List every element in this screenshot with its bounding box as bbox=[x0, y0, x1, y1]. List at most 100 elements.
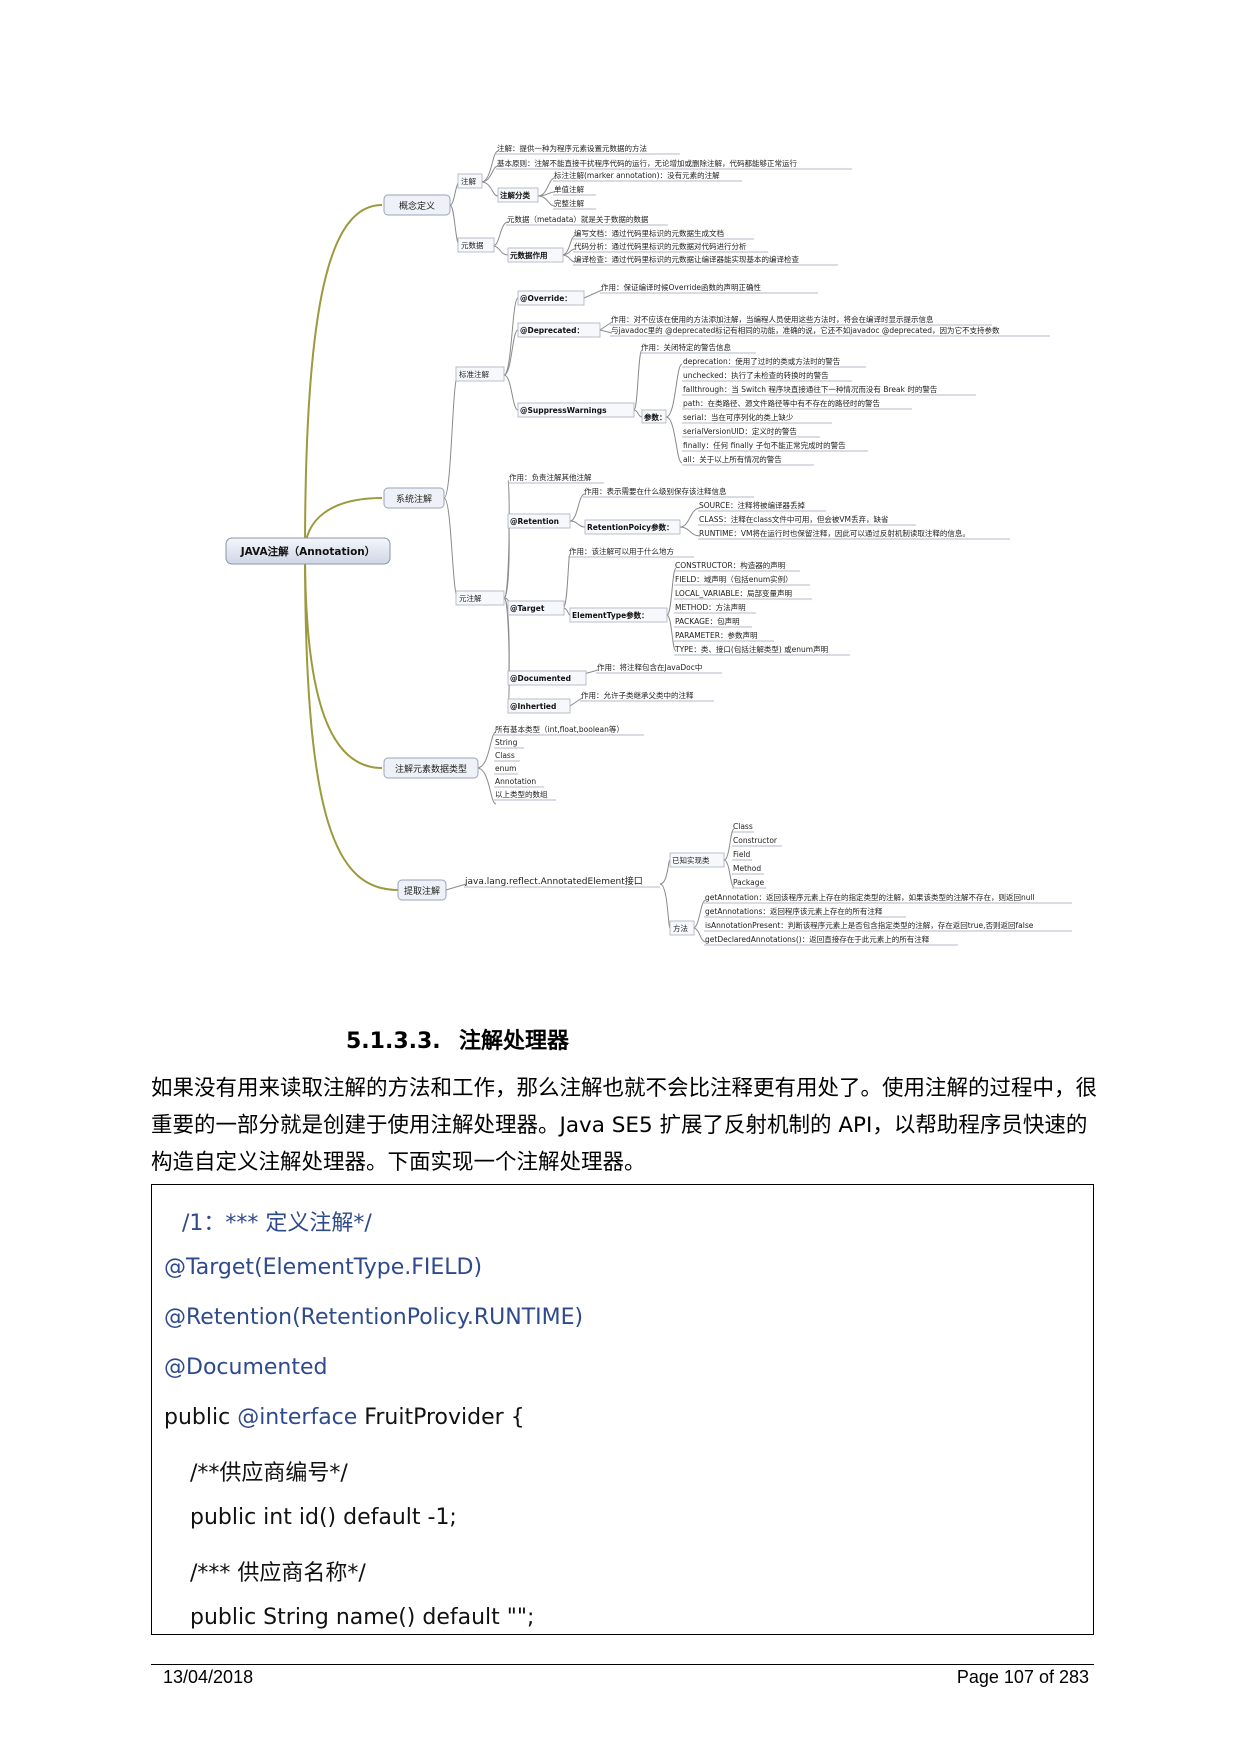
svg-text:作用：关闭特定的警告信息: 作用：关闭特定的警告信息 bbox=[641, 342, 731, 352]
svg-text:作用：保证编译时候Override函数的声明正确性: 作用：保证编译时候Override函数的声明正确性 bbox=[601, 282, 761, 292]
svg-text:单值注解: 单值注解 bbox=[554, 184, 584, 194]
svg-text:String: String bbox=[495, 738, 518, 747]
svg-text:注解分类: 注解分类 bbox=[500, 190, 530, 200]
svg-text:path：在类路径、源文件路径等中有不存在的路径时的警告: path：在类路径、源文件路径等中有不存在的路径时的警告 bbox=[683, 398, 881, 408]
code-name-method: public String name() default ""; bbox=[190, 1605, 535, 1630]
svg-text:以上类型的数组: 以上类型的数组 bbox=[495, 789, 548, 799]
svg-text:提取注解: 提取注解 bbox=[404, 885, 440, 897]
svg-text:@Documented: @Documented bbox=[510, 674, 571, 683]
svg-text:CLASS：注释在class文件中可用，但会被VM丢弃，缺省: CLASS：注释在class文件中可用，但会被VM丢弃，缺省 bbox=[699, 514, 889, 524]
svg-text:@Inhertied: @Inhertied bbox=[510, 702, 556, 711]
code-block: /1：*** 定义注解*/ @Target(ElementType.FIELD)… bbox=[151, 1184, 1094, 1635]
svg-text:注解元素数据类型: 注解元素数据类型 bbox=[395, 763, 467, 775]
svg-text:元注解: 元注解 bbox=[459, 593, 482, 603]
svg-text:unchecked：执行了未检查的转换时的警告: unchecked：执行了未检查的转换时的警告 bbox=[683, 370, 829, 380]
svg-text:RetentionPoicy参数：: RetentionPoicy参数： bbox=[587, 522, 674, 532]
code-target-annotation: @Target(ElementType.FIELD) bbox=[164, 1255, 483, 1280]
svg-text:LOCAL_VARIABLE：局部变量声明: LOCAL_VARIABLE：局部变量声明 bbox=[675, 588, 792, 598]
svg-text:所有基本类型（int,float,boolean等）: 所有基本类型（int,float,boolean等） bbox=[495, 724, 624, 734]
footer-page-number: Page 107 of 283 bbox=[956, 1667, 1089, 1687]
svg-text:@Target: @Target bbox=[510, 604, 545, 613]
annotation-mind-map: JAVA注解（Annotation） 概念定义 系统注解 注解元素数据类型 提取… bbox=[225, 143, 1072, 946]
svg-text:系统注解: 系统注解 bbox=[396, 493, 432, 505]
svg-text:SOURCE：注释将被编译器丢掉: SOURCE：注释将被编译器丢掉 bbox=[699, 500, 805, 510]
svg-text:注解：提供一种为程序元素设置元数据的方法: 注解：提供一种为程序元素设置元数据的方法 bbox=[497, 143, 647, 153]
mindmap-root: JAVA注解（Annotation） bbox=[225, 537, 391, 565]
svg-text:元数据: 元数据 bbox=[461, 240, 484, 250]
svg-text:作用：负责注解其他注解: 作用：负责注解其他注解 bbox=[509, 472, 592, 482]
section-heading: 5.1.3.3. 注解处理器 bbox=[346, 1023, 569, 1055]
svg-text:参数：: 参数： bbox=[644, 412, 667, 422]
svg-text:Class: Class bbox=[733, 822, 753, 831]
mindmap-leaf-texts: 注解：提供一种为程序元素设置元数据的方法 基本原则：注解不能直接干扰程序代码的运… bbox=[464, 143, 1035, 944]
svg-text:RUNTIME：VM将在运行时也保留注释，因此可以通过反射机: RUNTIME：VM将在运行时也保留注释，因此可以通过反射机制读取注释的信息。 bbox=[699, 528, 970, 538]
code-documented-annotation: @Documented bbox=[164, 1355, 328, 1380]
svg-text:Annotation: Annotation bbox=[495, 777, 536, 786]
svg-text:FIELD：域声明（包括enum实例）: FIELD：域声明（包括enum实例） bbox=[675, 574, 793, 584]
code-interface-declaration: public @interface FruitProvider { bbox=[164, 1405, 525, 1430]
svg-text:@SuppressWarnings: @SuppressWarnings bbox=[520, 406, 607, 415]
svg-text:CONSTRUCTOR：构造器的声明: CONSTRUCTOR：构造器的声明 bbox=[675, 560, 785, 570]
svg-text:getAnnotation：返回该程序元素上存在的指定类型的: getAnnotation：返回该程序元素上存在的指定类型的注解，如果该类型的注… bbox=[705, 892, 1035, 902]
svg-text:PARAMETER：参数声明: PARAMETER：参数声明 bbox=[675, 630, 757, 640]
code-id-method: public int id() default -1; bbox=[190, 1505, 457, 1530]
svg-text:fallthrough：当 Switch 程序块直接通往下一: fallthrough：当 Switch 程序块直接通往下一种情况而没有 Bre… bbox=[683, 384, 938, 394]
svg-text:TYPE：类、接口(包括注解类型) 或enum声明: TYPE：类、接口(包括注解类型) 或enum声明 bbox=[674, 644, 828, 654]
svg-text:基本原则：注解不能直接干扰程序代码的运行，无论增加或删除注解: 基本原则：注解不能直接干扰程序代码的运行，无论增加或删除注解，代码都能够正常运行 bbox=[497, 158, 797, 168]
svg-text:serial：当在可序列化的类上缺少: serial：当在可序列化的类上缺少 bbox=[683, 412, 794, 422]
svg-text:编译检查：通过代码里标识的元数据让编译器能实现基本的编译检查: 编译检查：通过代码里标识的元数据让编译器能实现基本的编译检查 bbox=[574, 254, 799, 264]
svg-text:作用：允许子类继承父类中的注释: 作用：允许子类继承父类中的注释 bbox=[581, 690, 694, 700]
svg-text:元数据作用: 元数据作用 bbox=[510, 250, 548, 260]
svg-text:@Override：: @Override： bbox=[520, 294, 572, 303]
code-interface-name: FruitProvider { bbox=[357, 1405, 525, 1430]
section-title: 注解处理器 bbox=[459, 1029, 570, 1054]
svg-text:all：关于以上所有情况的警告: all：关于以上所有情况的警告 bbox=[683, 454, 782, 464]
svg-text:Method: Method bbox=[733, 864, 761, 873]
code-keyword-interface: @interface bbox=[237, 1405, 358, 1430]
svg-text:isAnnotationPresent：判断该程序元素上是否: isAnnotationPresent：判断该程序元素上是否包含指定类型的注解，… bbox=[705, 920, 1034, 930]
svg-text:与javadoc里的 @deprecated标记有相同的功能: 与javadoc里的 @deprecated标记有相同的功能，准确的说，它还不如… bbox=[611, 325, 1000, 335]
body-paragraph: 如果没有用来读取注解的方法和工作，那么注解也就不会比注释更有用处了。使用注解的过… bbox=[151, 1076, 1098, 1175]
svg-text:@Retention: @Retention bbox=[510, 517, 559, 526]
svg-text:getAnnotations：返回程序该元素上存在的所有注释: getAnnotations：返回程序该元素上存在的所有注释 bbox=[705, 906, 883, 916]
svg-text:METHOD：方法声明: METHOD：方法声明 bbox=[675, 602, 746, 612]
svg-text:PACKAGE：包声明: PACKAGE：包声明 bbox=[675, 616, 740, 626]
svg-text:代码分析：通过代码里标识的元数据对代码进行分析: 代码分析：通过代码里标识的元数据对代码进行分析 bbox=[574, 241, 747, 251]
svg-text:ElementType参数：: ElementType参数： bbox=[572, 610, 649, 620]
svg-text:标准注解: 标准注解 bbox=[459, 369, 489, 379]
svg-text:deprecation：使用了过时的类或方法时的警告: deprecation：使用了过时的类或方法时的警告 bbox=[683, 356, 841, 366]
footer-divider bbox=[151, 1664, 1094, 1665]
code-keyword-public: public bbox=[164, 1405, 238, 1430]
svg-text:Constructor: Constructor bbox=[733, 836, 778, 845]
svg-text:JAVA注解（Annotation）: JAVA注解（Annotation） bbox=[240, 545, 376, 558]
svg-text:Class: Class bbox=[495, 751, 515, 760]
svg-text:概念定义: 概念定义 bbox=[399, 200, 435, 212]
svg-text:已知实现类: 已知实现类 bbox=[672, 855, 710, 865]
branch-element-types: 注解元素数据类型 bbox=[383, 757, 479, 779]
svg-text:元数据（metadata）就是关于数据的数据: 元数据（metadata）就是关于数据的数据 bbox=[507, 214, 649, 224]
code-retention-annotation: @Retention(RetentionPolicy.RUNTIME) bbox=[164, 1305, 584, 1330]
code-comment-id: /**供应商编号*/ bbox=[190, 1461, 348, 1486]
svg-text:作用：该注解可以用于什么地方: 作用：该注解可以用于什么地方 bbox=[569, 546, 674, 556]
svg-text:作用：将注释包含在JavaDoc中: 作用：将注释包含在JavaDoc中 bbox=[597, 662, 702, 672]
svg-text:方法: 方法 bbox=[673, 923, 688, 933]
svg-text:Package: Package bbox=[733, 878, 764, 887]
svg-text:注解: 注解 bbox=[461, 176, 476, 186]
branch-system: 系统注解 bbox=[383, 487, 445, 509]
svg-text:java.lang.reflect.AnnotatedEle: java.lang.reflect.AnnotatedElement接口 bbox=[464, 875, 643, 887]
svg-text:@Deprecated：: @Deprecated： bbox=[520, 326, 584, 335]
code-comment-name: /*** 供应商名称*/ bbox=[190, 1561, 366, 1586]
branch-extract: 提取注解 bbox=[397, 879, 447, 901]
svg-text:标注注解(marker annotation)：没有元素的注: 标注注解(marker annotation)：没有元素的注解 bbox=[554, 170, 720, 180]
svg-text:作用：表示需要在什么级别保存该注释信息: 作用：表示需要在什么级别保存该注释信息 bbox=[584, 486, 727, 496]
code-comment-define: /1：*** 定义注解*/ bbox=[182, 1211, 372, 1236]
svg-text:作用：对不应该在使用的方法添加注解，当编程人员使用这些方法时: 作用：对不应该在使用的方法添加注解，当编程人员使用这些方法时，将会在编译时显示提… bbox=[611, 314, 934, 324]
svg-text:编写文档：通过代码里标识的元数据生成文档: 编写文档：通过代码里标识的元数据生成文档 bbox=[574, 228, 724, 238]
footer-date: 13/04/2018 bbox=[163, 1667, 254, 1687]
svg-text:getDeclaredAnnotations()：返回直接存: getDeclaredAnnotations()：返回直接存在于此元素上的所有注… bbox=[705, 934, 930, 944]
branch-concept: 概念定义 bbox=[383, 194, 451, 216]
svg-text:finally：任何 finally 子句不能正常完成时的警: finally：任何 finally 子句不能正常完成时的警告 bbox=[683, 440, 846, 450]
section-number: 5.1.3.3. bbox=[346, 1029, 441, 1054]
svg-text:Field: Field bbox=[733, 850, 751, 859]
svg-text:serialVersionUID：定义时的警告: serialVersionUID：定义时的警告 bbox=[683, 426, 797, 436]
